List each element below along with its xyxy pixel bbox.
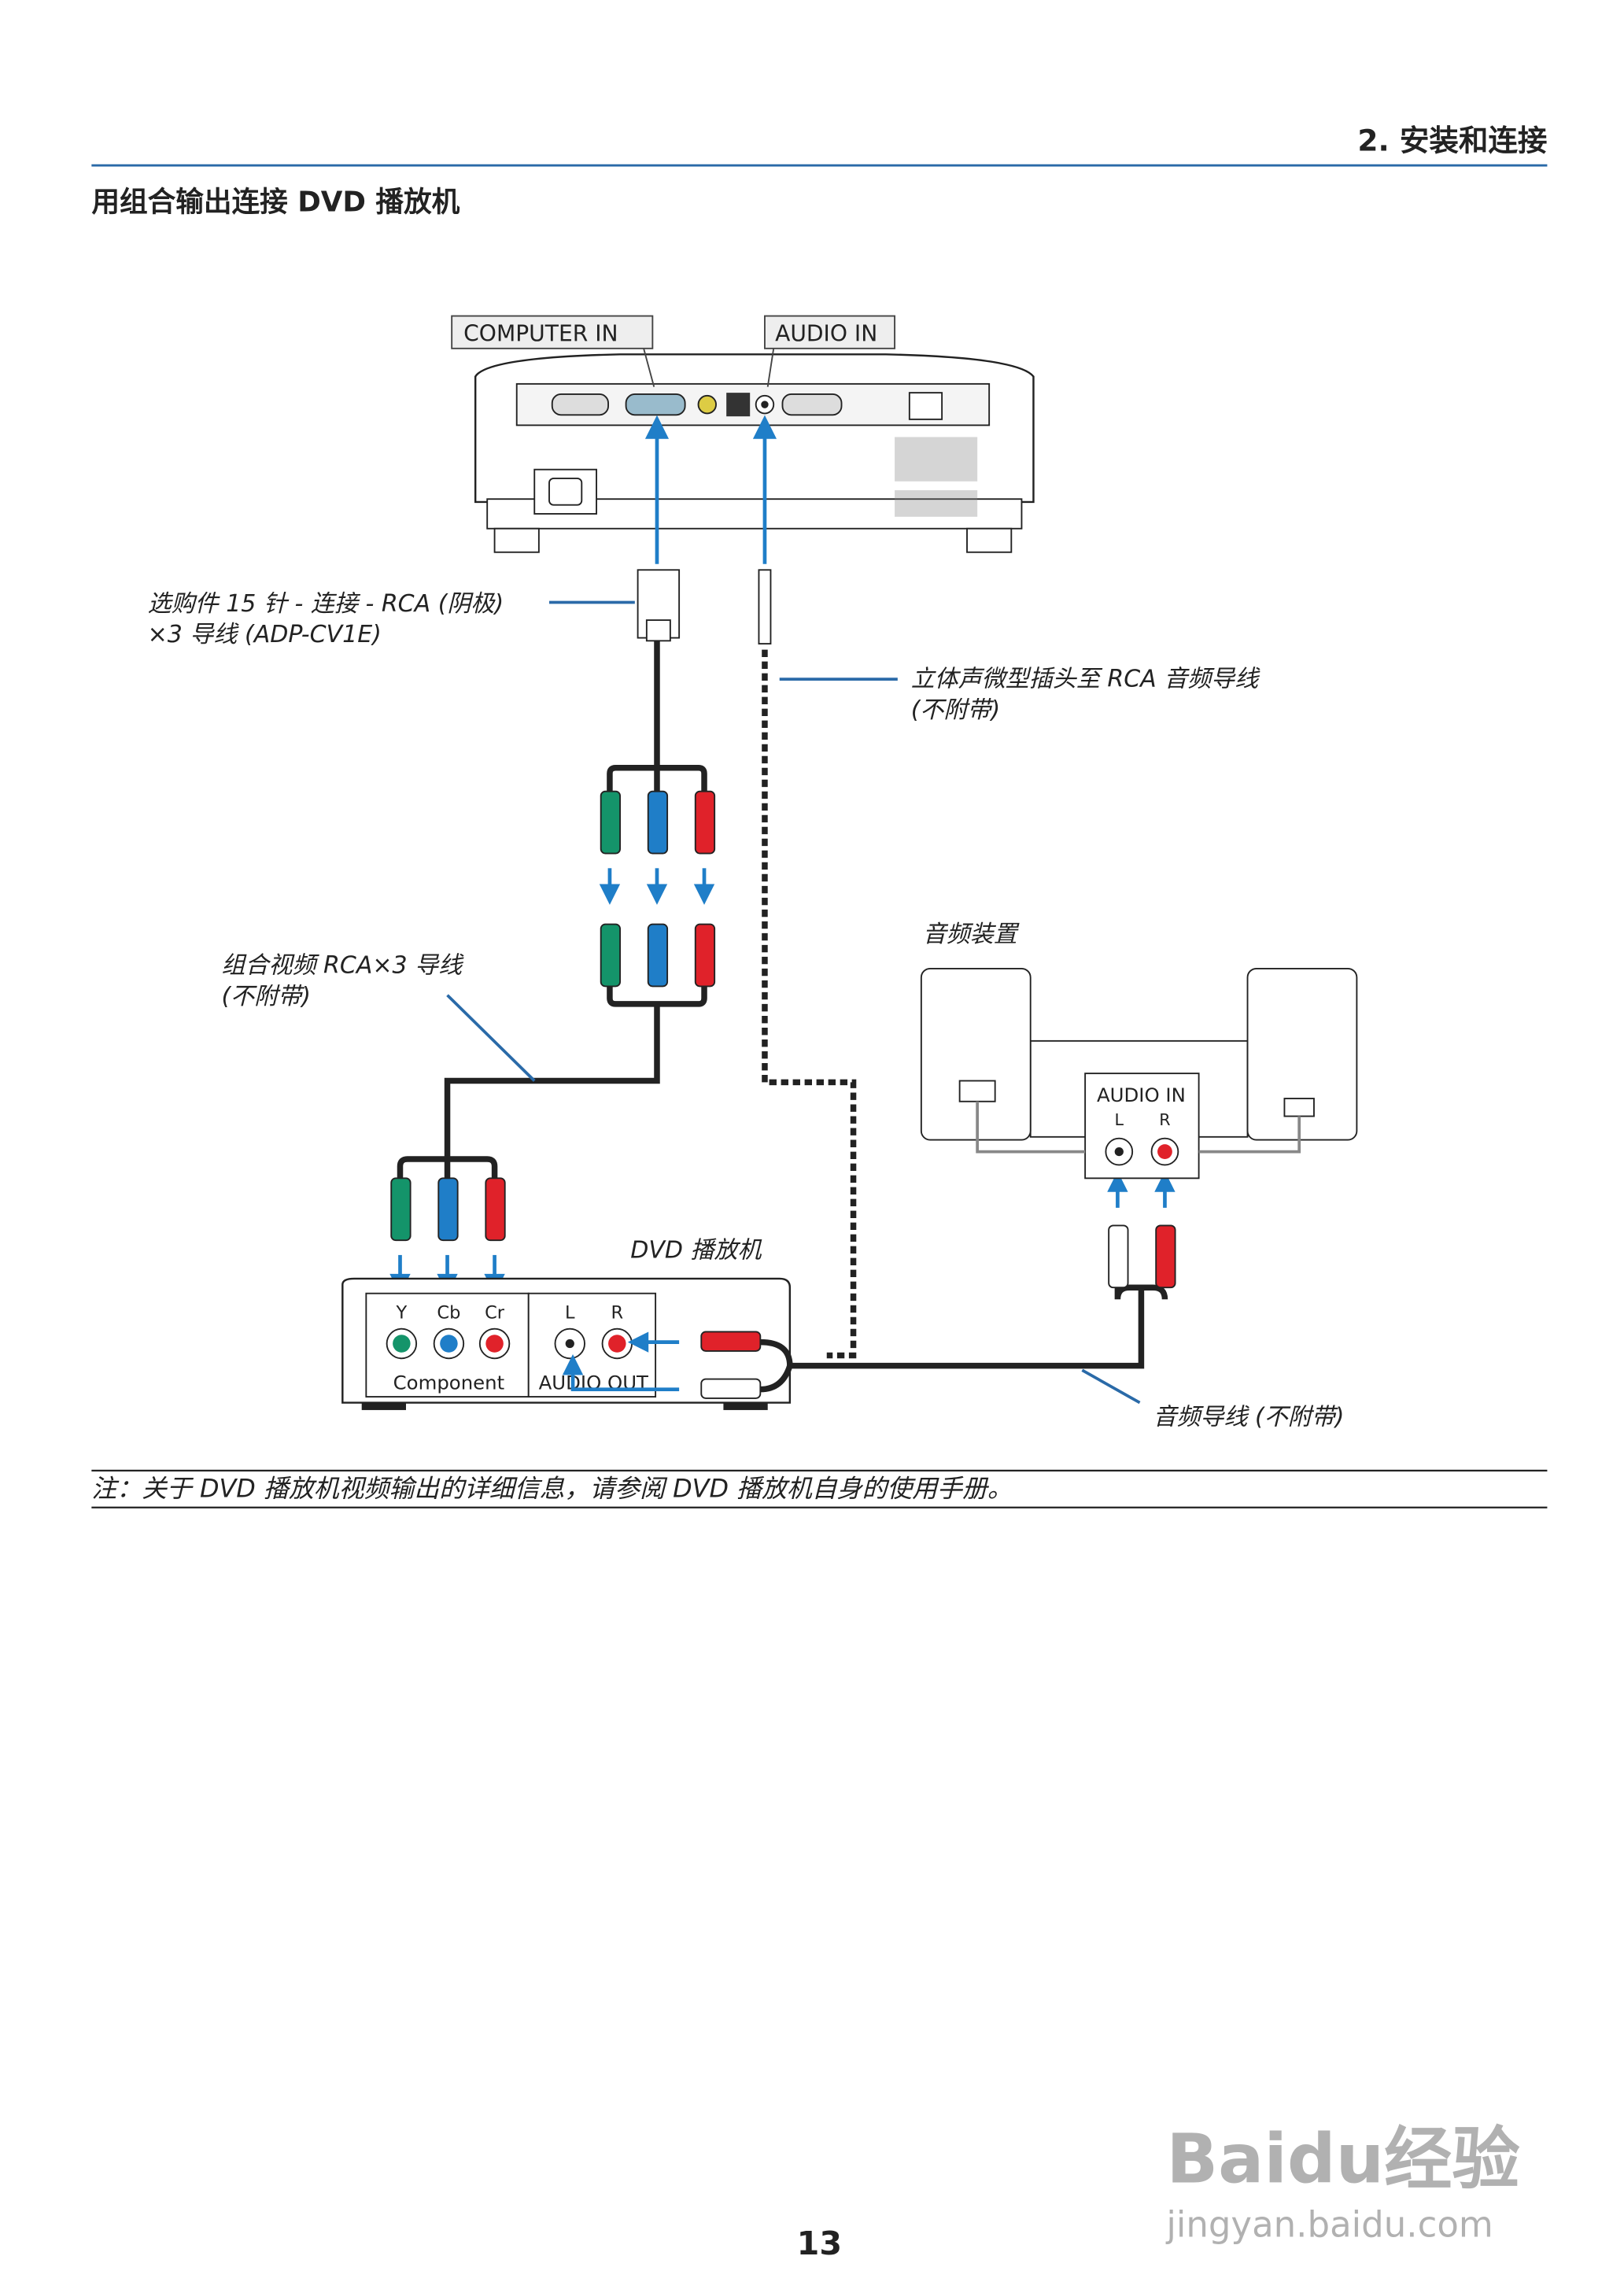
chapter-title: 2. 安装和连接 xyxy=(1357,123,1547,157)
baidu-watermark: Baidu经验 jingyan.baidu.com xyxy=(1165,2120,1519,2245)
power-socket-icon xyxy=(548,478,583,506)
dvd-player: Y Cb Cr L R Component AUDIO OUT xyxy=(341,1277,792,1410)
stereo-audio-cable xyxy=(762,649,857,1359)
projector: COMPUTER IN AUDIO IN xyxy=(451,315,1035,553)
audio-in-label-box xyxy=(764,315,896,349)
audio-equipment: AUDIO IN L R xyxy=(920,967,1358,1180)
computer-in-label: COMPUTER IN xyxy=(463,320,618,346)
speaker-l-label: L xyxy=(1115,1110,1124,1129)
component-cable xyxy=(397,641,707,1182)
watermark-url: jingyan.baidu.com xyxy=(1165,2204,1493,2246)
jack-label-l: L xyxy=(565,1303,575,1324)
jack-label-y: Y xyxy=(395,1303,407,1324)
stereo-callout-line1: 立体声微型插头至 RCA 音频导线 xyxy=(911,666,1261,693)
speaker-audio-in-label: AUDIO IN xyxy=(1097,1084,1186,1106)
page-number: 13 xyxy=(797,2225,842,2262)
watermark-brand: Baidu经验 xyxy=(1166,2120,1519,2199)
component-callout-line1: 组合视频 RCA×3 导线 xyxy=(221,952,464,980)
jack-label-cb: Cb xyxy=(437,1303,460,1324)
jack-label-cr: Cr xyxy=(485,1303,505,1324)
speaker-arrows xyxy=(1107,1171,1176,1208)
audio-cable xyxy=(760,1284,1168,1369)
vga-adapter xyxy=(637,569,681,642)
stereo-mini-plug xyxy=(758,569,772,645)
note-text: 注：关于 DVD 播放机视频输出的详细信息，请参阅 DVD 播放机自身的使用手册… xyxy=(91,1474,1012,1504)
audio-equipment-label: 音频装置 xyxy=(923,921,1020,948)
jack-label-r: R xyxy=(611,1303,623,1324)
dvd-audio-arrows xyxy=(562,1331,680,1392)
speaker-r-label: R xyxy=(1159,1110,1170,1129)
component-callout-line2: (不附带) xyxy=(221,983,310,1010)
component-label: Component xyxy=(393,1372,505,1394)
computer-in-label-box xyxy=(451,315,654,349)
connection-arrows xyxy=(644,415,777,564)
adapter-callout-line1: 选购件 15 针 - 连接 - RCA (阴极) xyxy=(148,590,504,618)
port-computer-in xyxy=(625,393,686,416)
port-computer2 xyxy=(551,393,610,416)
rca-plugs xyxy=(390,790,716,1242)
section-title: 用组合输出连接 DVD 播放机 xyxy=(91,186,460,218)
audio-in-label: AUDIO IN xyxy=(775,320,877,346)
adapter-callout-line2: ×3 导线 (ADP-CV1E) xyxy=(148,621,382,648)
dvd-player-label: DVD 播放机 xyxy=(630,1237,762,1265)
audio-rca-plugs-dvd xyxy=(700,1331,762,1399)
audio-cable-label: 音频导线 (不附带) xyxy=(1153,1404,1344,1431)
stereo-callout-line2: (不附带) xyxy=(911,696,1000,724)
